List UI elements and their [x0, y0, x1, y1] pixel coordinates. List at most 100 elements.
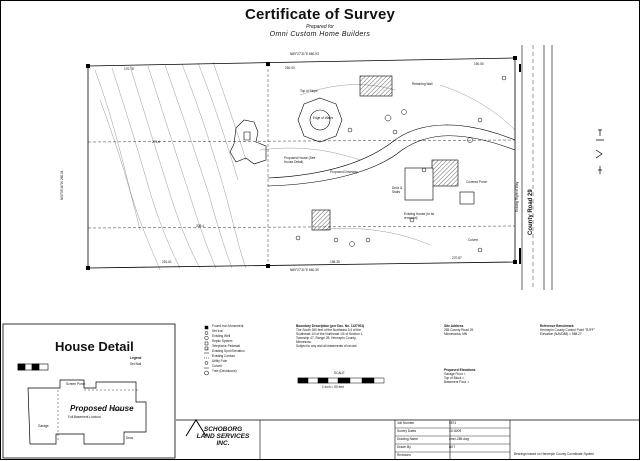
page-title: Certificate of Survey	[244, 6, 396, 23]
edge-of-water-label: Edge of Water	[312, 116, 334, 120]
benchmark-line1: Hennepin County Control Point "RJFF"	[540, 328, 595, 332]
description-line: Minnesota.	[296, 340, 312, 344]
north-dist-right: 150.50	[474, 62, 484, 66]
titleblock-row: Drawing Name omni-285.dwg	[397, 437, 509, 445]
pond	[297, 97, 343, 143]
titleblock-value: 9874	[449, 421, 457, 425]
address-line1: 285 County Road 29	[444, 328, 474, 332]
proposed-house-detail-label: Proposed House	[70, 404, 134, 413]
road-markers	[519, 64, 521, 264]
legend-item: Culvert	[212, 364, 223, 368]
retaining-wall-label: Retaining Wall	[412, 82, 433, 86]
legend-item: Existing Contour	[212, 354, 236, 358]
benchmark: Reference Benchmark Hennepin County Cont…	[540, 324, 636, 336]
trees	[295, 75, 507, 253]
description-line: Southeast 1/4 of the Northeast 1/4 of Se…	[296, 332, 364, 336]
legend-list: Found Iron Monument Set Iron Existing We…	[212, 324, 245, 374]
titleblock-row: Drawn By BKT	[397, 445, 509, 453]
scale-bar	[297, 377, 385, 384]
legend-item: Utility Pole	[212, 359, 228, 363]
property-boundary	[87, 57, 516, 269]
bearing-note: Bearings based on Hennepin County Coordi…	[514, 452, 595, 456]
elevation-basement: Basement Floor =	[444, 380, 470, 384]
house-detail-title: House Detail	[55, 339, 134, 354]
house-legend-label: Legend	[130, 356, 142, 360]
north-dist-top: 260.00	[285, 66, 295, 70]
west-bearing: N00°05'46"W 260.01	[60, 170, 64, 200]
legend-item: Tree (Deciduous)	[212, 369, 237, 373]
description-line: Subject to any and all easements of reco…	[296, 344, 358, 348]
titleblock-key: Drawing Name	[397, 437, 419, 441]
proposed-elevations: Proposed Elevations Garage Floor = Top o…	[444, 368, 476, 384]
mid-dist-right: 308.4	[196, 224, 204, 228]
legend-item: Existing Well	[212, 334, 231, 338]
south-dist-left: 251.61	[162, 260, 172, 264]
company-name: SCHOBORG LAND SERVICES INC.	[188, 426, 258, 447]
boundary-description: Boundary Description (per Doc. No. 11579…	[296, 324, 406, 348]
description-line: Township 47, Range 28, Hennepin County,	[296, 336, 357, 340]
existing-house-label: Existing House (to be removed)	[404, 212, 435, 220]
south-dist-mid: 158.39	[330, 260, 340, 264]
culvert-label: Culvert	[468, 238, 479, 242]
site-address: Site Address 285 County Road 29 Minneton…	[444, 324, 473, 336]
north-bearing: N89°27'31"E 660.93	[290, 52, 319, 56]
company-name-line1: SCHOBORG	[203, 426, 243, 433]
titleblock-key: Job Number	[397, 421, 415, 425]
proposed-house-label: Proposed House (See House Detail)	[284, 156, 316, 164]
titleblock-key: Drawn By	[397, 445, 411, 449]
elevation-top-block: Top of Block =	[444, 376, 465, 380]
deck-label: Deck & Stairs	[392, 186, 403, 194]
titleblock-value: omni-285.dwg	[449, 437, 470, 441]
titleblock-value: BKT	[449, 445, 456, 449]
legend-item: Existing Spot Elevation	[212, 349, 245, 353]
client-name: Omni Custom Home Builders	[269, 31, 371, 38]
benchmark-heading: Reference Benchmark	[540, 324, 574, 328]
mid-dist-left: 274.6	[152, 140, 160, 144]
elevation-garage: Garage Floor =	[444, 372, 466, 376]
legend-symbols	[204, 325, 209, 376]
screen-porch-label: Screen Porch	[66, 382, 86, 386]
existing-structures	[311, 75, 475, 231]
titleblock-row: Job Number 9874	[397, 421, 509, 429]
description-heading: Boundary Description (per Doc. No. 11579…	[296, 324, 365, 328]
legend-item: Found Iron Monument	[212, 324, 244, 328]
top-of-slope-label: Top of Slope	[300, 89, 318, 93]
titleblock-row: Survey Dates 11/16/09	[397, 429, 509, 437]
titleblock-value: 11/16/09	[449, 429, 462, 433]
county-road	[521, 45, 553, 290]
contour-lines	[94, 61, 516, 271]
covered-porch-label: Covered Porch	[466, 180, 488, 184]
house-label: House	[112, 408, 122, 412]
prepared-for-label: Prepared for	[306, 24, 334, 30]
garage-label: Garage	[38, 424, 49, 428]
proposed-driveway-label: Proposed Driveway	[330, 170, 358, 174]
legend-item: Telephone Pedestal	[212, 344, 240, 348]
benchmark-line2: Elevation (NAVD88) = 988.27	[540, 332, 582, 336]
iron-monuments	[86, 56, 517, 270]
legend-item: Set Iron	[212, 329, 224, 333]
bottom-frames	[2, 323, 640, 460]
elevations-heading: Proposed Elevations	[444, 368, 476, 372]
titleblock-key: Revisions	[397, 453, 411, 457]
titleblock-key: Survey Dates	[397, 429, 417, 433]
north-arrow-icon	[595, 129, 604, 174]
company-name-line2: LAND SERVICES	[196, 433, 250, 440]
address-heading: Site Address	[444, 324, 464, 328]
set-nail-label: Set Nail	[130, 362, 142, 366]
address-line2: Minnetonka, MN	[444, 332, 468, 336]
road-name: County Road 29	[528, 189, 534, 235]
titleblock-row: Revisions	[397, 453, 509, 461]
south-dist-right: 270.87	[452, 256, 462, 260]
company-name-line3: INC.	[216, 440, 230, 447]
south-bearing: N89°27'31"E 660.39	[290, 268, 319, 272]
description-line: The South 260 feet of the Northeast 1/4 …	[296, 328, 361, 332]
proposed-house-footprint	[229, 119, 267, 165]
legend-item: Septic System	[212, 339, 233, 343]
road-row-label: Existing Right of Way	[515, 181, 519, 212]
scale-label: SCALE	[334, 371, 345, 375]
basement-label: Full Basement Lookout	[68, 415, 101, 419]
title-block: Job Number 9874 Survey Dates 11/16/09 Dr…	[397, 421, 509, 461]
north-dist-left: 170.78	[124, 67, 134, 71]
house-detail-drawing	[17, 363, 147, 445]
